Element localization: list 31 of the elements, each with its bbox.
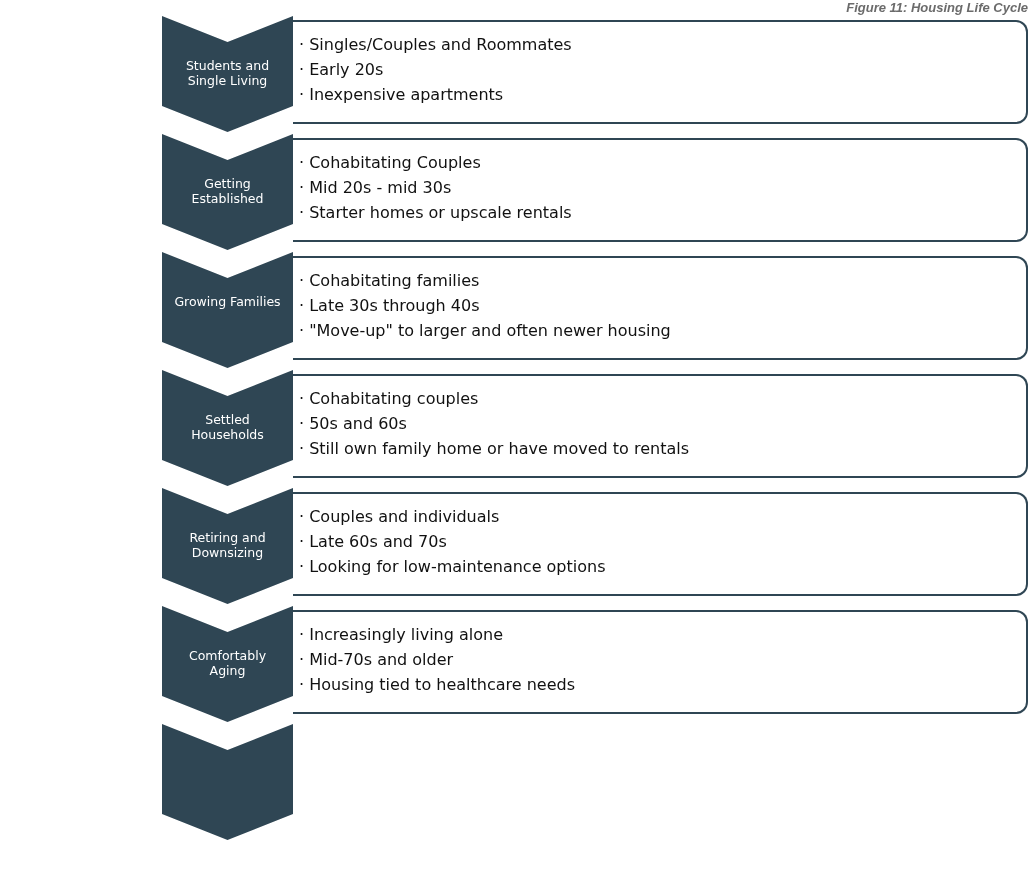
bullet-text: · Still own family home or have moved to rentals bbox=[299, 438, 690, 460]
bullet-text: · Late 30s through 40s bbox=[299, 295, 481, 317]
bullet-text: · Cohabitating Couples bbox=[299, 152, 482, 174]
bullet-text: · Mid 20s - mid 30s bbox=[299, 177, 453, 199]
figure-title: Figure 11: Housing Life Cycle bbox=[846, 0, 1028, 15]
bullet-text: · Couples and individuals bbox=[299, 506, 501, 528]
bullet-text: · Starter homes or upscale rentals bbox=[299, 202, 573, 224]
info-box bbox=[293, 20, 1028, 124]
stage-label: Getting Established bbox=[190, 176, 265, 206]
stage-label: Settled Households bbox=[190, 412, 265, 442]
bullet-text: · Mid-70s and older bbox=[299, 649, 455, 671]
bullet-text: · Early 20s bbox=[299, 59, 385, 81]
bullet-text: · Cohabitating couples bbox=[299, 388, 480, 410]
stage-label: Growing Families bbox=[173, 294, 282, 309]
bullet-text: · "Move-up" to larger and often newer housing bbox=[299, 320, 672, 342]
bullet-text: · Inexpensive apartments bbox=[299, 84, 505, 106]
stage-label: Retiring and Downsizing bbox=[188, 530, 267, 560]
bullet-text: · Looking for low-maintenance options bbox=[299, 556, 607, 578]
bullet-text: · 50s and 60s bbox=[299, 413, 408, 435]
info-box bbox=[293, 374, 1028, 478]
bullet-text: · Late 60s and 70s bbox=[299, 531, 448, 553]
info-box bbox=[293, 138, 1028, 242]
bullet-text: · Housing tied to healthcare needs bbox=[299, 674, 576, 696]
info-box bbox=[293, 492, 1028, 596]
stage-label: Comfortably Aging bbox=[187, 648, 268, 678]
info-box bbox=[293, 610, 1028, 714]
bullet-text: · Increasingly living alone bbox=[299, 624, 504, 646]
bullet-text: · Cohabitating families bbox=[299, 270, 481, 292]
bullet-text: · Singles/Couples and Roommates bbox=[299, 34, 573, 56]
stage-label: Students and Single Living bbox=[184, 58, 271, 88]
info-box bbox=[293, 256, 1028, 360]
